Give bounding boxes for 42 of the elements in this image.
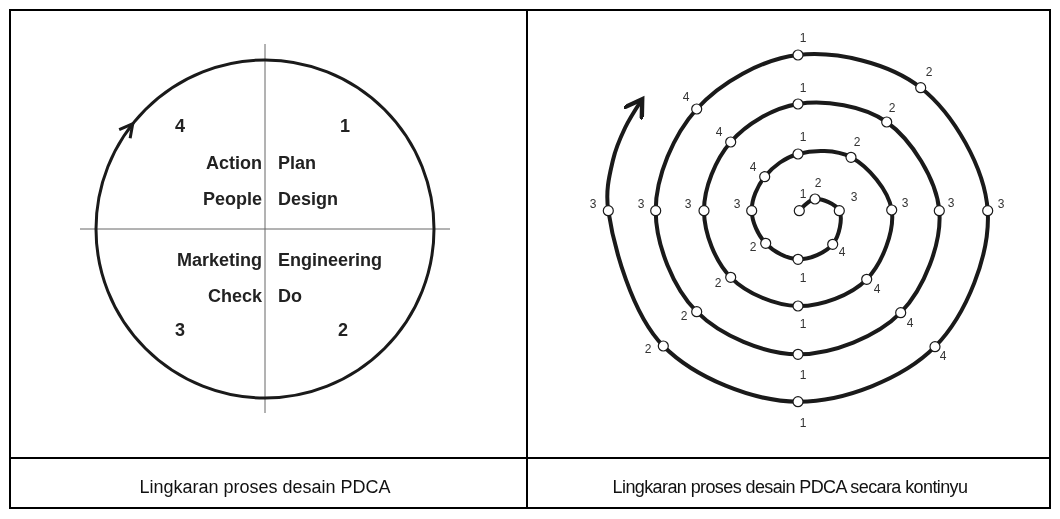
step-number: 1 [799, 271, 807, 285]
caption: Lingkaran proses desain PDCA secara kontinyu [612, 476, 968, 498]
step-number: 3 [997, 197, 1005, 211]
step-number: 3 [684, 197, 692, 211]
step-number: 2 [714, 276, 722, 290]
step-number: 1 [799, 31, 807, 45]
step-number: 3 [850, 190, 858, 204]
step-number: 3 [637, 197, 645, 211]
step-number: 4 [873, 282, 881, 296]
quadrant-label: Action People [201, 152, 262, 211]
quadrant-number: 1 [340, 115, 351, 138]
step-number: 2 [814, 176, 822, 190]
step-number: 4 [682, 90, 690, 104]
step-number: 3 [901, 196, 909, 210]
step-number: 1 [799, 187, 807, 201]
step-number: 2 [680, 309, 688, 323]
step-number: 3 [733, 197, 741, 211]
step-number: 3 [589, 197, 597, 211]
quadrant-label: Engineering Do [278, 249, 383, 308]
step-number: 4 [939, 349, 947, 363]
step-number: 1 [799, 130, 807, 144]
step-number: 1 [799, 368, 807, 382]
cycle-circle [92, 56, 438, 402]
step-number: 2 [644, 342, 652, 356]
quadrant-number: 3 [175, 319, 186, 342]
step-number: 4 [749, 160, 757, 174]
step-number: 2 [749, 240, 757, 254]
caption: Lingkaran proses desain PDCA [139, 476, 391, 498]
step-number: 3 [947, 196, 955, 210]
quadrant-label: Marketing Check [175, 249, 262, 308]
step-number: 2 [925, 65, 933, 79]
step-number: 4 [715, 125, 723, 139]
quadrant-label: Plan Design [278, 152, 339, 211]
step-number: 1 [799, 81, 807, 95]
quadrant-number: 4 [175, 115, 186, 138]
step-number: 1 [799, 416, 807, 430]
step-number: 1 [799, 317, 807, 331]
step-number: 2 [853, 135, 861, 149]
step-number: 4 [838, 245, 846, 259]
quadrant-number: 2 [338, 319, 349, 342]
step-number: 2 [888, 101, 896, 115]
step-number: 4 [906, 316, 914, 330]
